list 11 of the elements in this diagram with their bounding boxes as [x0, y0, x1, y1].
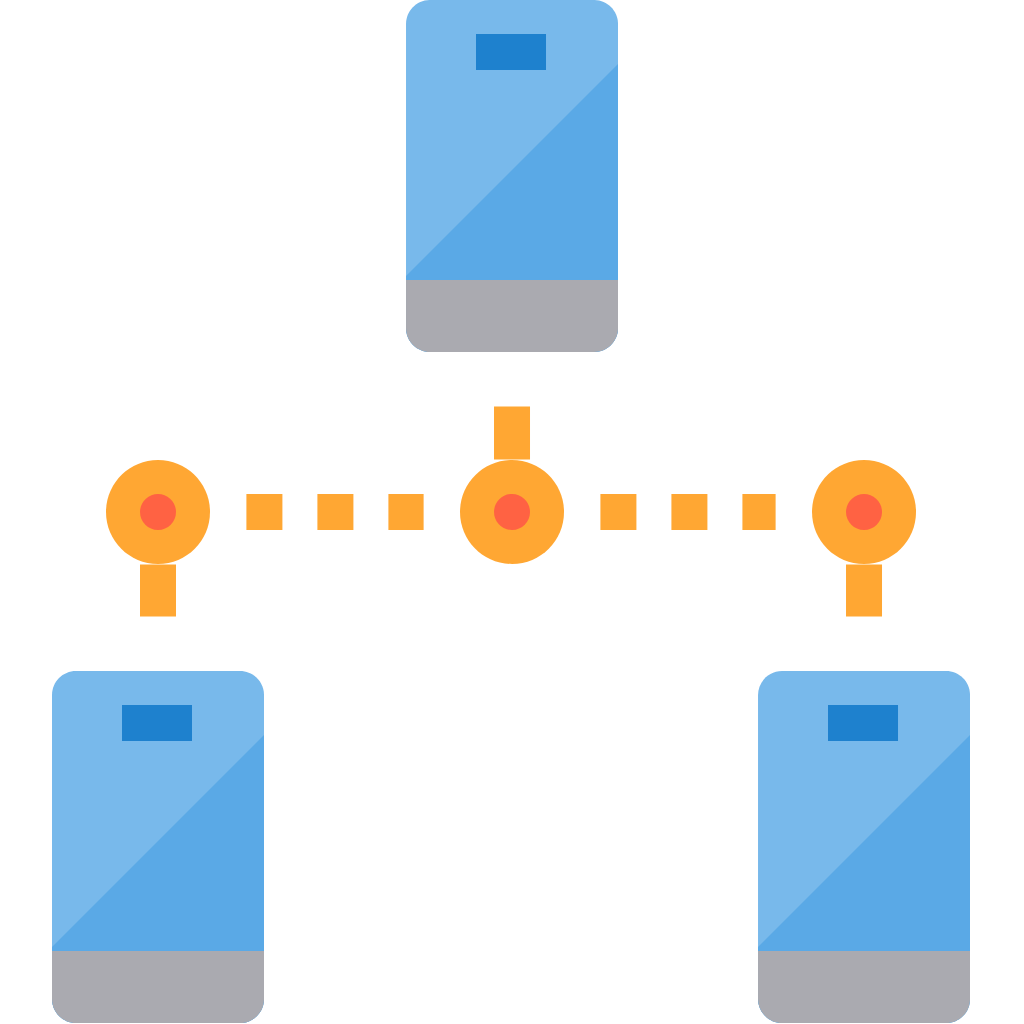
connector-stem — [140, 564, 176, 617]
connector-stem — [846, 564, 882, 617]
connector-stem — [494, 406, 530, 460]
connector-node — [460, 460, 564, 564]
phone-drawing — [758, 671, 970, 1023]
phone-drawing — [52, 671, 264, 1023]
connector-node — [812, 460, 916, 564]
connector-node — [106, 460, 210, 564]
dashed-link — [600, 494, 776, 530]
phone-drawing — [406, 0, 618, 352]
dashed-link — [246, 494, 424, 530]
